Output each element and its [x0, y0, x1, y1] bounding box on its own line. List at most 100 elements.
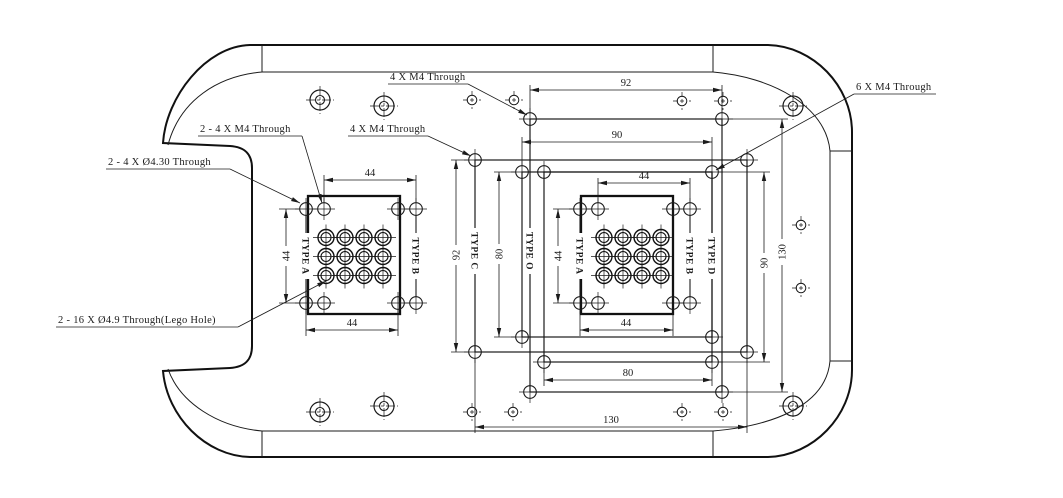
dim-90-top: 90 [521, 130, 713, 165]
foot-hole [369, 91, 399, 121]
dim-text: 92 [452, 250, 463, 261]
dim-text: 44 [554, 250, 565, 261]
type-d-label: TYPE D [706, 233, 718, 279]
corner-hole [312, 291, 336, 315]
foot-hole [369, 391, 399, 421]
label-backplate [758, 253, 770, 273]
lego-hole [369, 261, 397, 290]
callout-text: 2 - 4 X M4 Through [200, 124, 291, 135]
type-o-label: TYPE O [524, 228, 536, 274]
callout-m4-two-plates: 2 - 4 X M4 Through [198, 124, 323, 204]
type-c-label: TYPE C [469, 228, 481, 274]
dim-44-left: 44 [279, 208, 299, 304]
callout-m4-top: 4 X M4 Through [388, 72, 528, 116]
right-lego-grid [590, 223, 675, 290]
label-backplate [552, 246, 564, 266]
type-b-label-left: TYPE B [410, 215, 422, 297]
corner-hole [518, 380, 542, 404]
callout-dia430: 2 - 4 X Ø4.30 Through [106, 157, 301, 204]
callout-m4-inner: 4 X M4 Through [348, 124, 472, 157]
label-backplate [776, 239, 788, 265]
foot-hole [305, 85, 335, 115]
label-backplate [469, 228, 481, 274]
center-mark-hole [462, 402, 482, 422]
corner-hole [586, 291, 610, 315]
type-a-text: TYPE A [300, 237, 310, 274]
plate-inner-step-edge [167, 45, 852, 457]
dim-92-top: 92 [529, 78, 723, 112]
label-backplate [574, 233, 586, 279]
dim-text: 80 [623, 368, 634, 379]
center-mark-hole [504, 90, 524, 110]
label-backplate [300, 233, 312, 279]
corner-hole [700, 325, 724, 349]
type-b-text: TYPE B [410, 237, 420, 274]
dim-80-left: 80 [493, 171, 515, 338]
dim-text: 44 [282, 250, 293, 261]
dim-44-side-right-plate: 44 [552, 208, 573, 304]
center-mark-hole [791, 278, 811, 298]
dim-text: 44 [347, 318, 358, 329]
plate-outline [161, 44, 853, 458]
type-b-label-right: TYPE B [684, 215, 696, 297]
dim-text: 130 [603, 415, 619, 426]
center-mark-hole [672, 91, 692, 111]
dim-44-bottom-right-plate: 44 [579, 310, 674, 336]
label-backplate [524, 228, 536, 274]
dim-80-bottom: 80 [543, 368, 713, 386]
dim-44-top: 44 [323, 168, 417, 202]
foot-hole [305, 397, 335, 427]
right-plate-body [579, 194, 675, 316]
dim-text: 90 [612, 130, 623, 141]
center-mark-hole [503, 402, 523, 422]
type-a-text: TYPE A [574, 237, 584, 274]
dim-130-right: 130 [729, 118, 789, 393]
dim-text: 130 [778, 244, 789, 260]
left-lego-plate: TYPE A TYPE B 44 44 [279, 168, 428, 336]
center-mark-hole [713, 91, 733, 111]
callout-m4-six: 6 X M4 Through [715, 82, 936, 171]
corner-hole [532, 160, 556, 184]
center-mark-hole [791, 215, 811, 235]
dim-130-bottom: 130 [474, 359, 748, 433]
type-b-text: TYPE B [684, 237, 694, 274]
left-lego-grid [312, 223, 397, 290]
label-backplate [410, 233, 422, 279]
center-mark-hole [672, 402, 692, 422]
dim-text: 90 [760, 258, 771, 269]
callout-text: 4 X M4 Through [350, 124, 426, 135]
right-pattern-assembly: TYPE A TYPE B TYPE O TYPE C T [450, 78, 789, 433]
center-mark-hole [462, 90, 482, 110]
dim-text: 44 [365, 168, 376, 179]
type-d-text: TYPE D [706, 237, 716, 275]
label-backplate [280, 246, 292, 266]
callout-text: 2 - 16 X Ø4.9 Through(Lego Hole) [58, 315, 216, 326]
type-c-text: TYPE C [469, 232, 479, 270]
label-backplate [493, 244, 505, 264]
plate-outer-edge [161, 44, 853, 458]
dim-44-bottom: 44 [305, 310, 399, 336]
callout-text: 6 X M4 Through [856, 82, 932, 93]
type-a-label-left: TYPE A [300, 215, 312, 297]
callout-text: 2 - 4 X Ø4.30 Through [108, 157, 211, 168]
type-o-text: TYPE O [524, 232, 534, 270]
label-backplate [706, 233, 718, 279]
callout-lego: 2 - 16 X Ø4.9 Through(Lego Hole) [56, 280, 327, 328]
dim-text: 80 [495, 249, 506, 260]
type-a-label-right: TYPE A [574, 215, 586, 297]
corner-hole [735, 148, 759, 172]
label-backplate [684, 233, 696, 279]
dim-44-top-right-plate: 44 [597, 171, 691, 202]
center-mark-hole [713, 402, 733, 422]
foot-hole [778, 91, 808, 121]
label-backplate [450, 245, 462, 265]
callout-text: 4 X M4 Through [390, 72, 466, 83]
dim-90-right: 90 [719, 171, 771, 363]
callouts: 4 X M4 Through 6 X M4 Through 2 - 4 X M4… [56, 72, 936, 328]
dim-text: 44 [621, 318, 632, 329]
dim-92-left: 92 [450, 159, 468, 353]
dim-text: 92 [621, 78, 632, 89]
dim-text: 44 [639, 171, 650, 182]
